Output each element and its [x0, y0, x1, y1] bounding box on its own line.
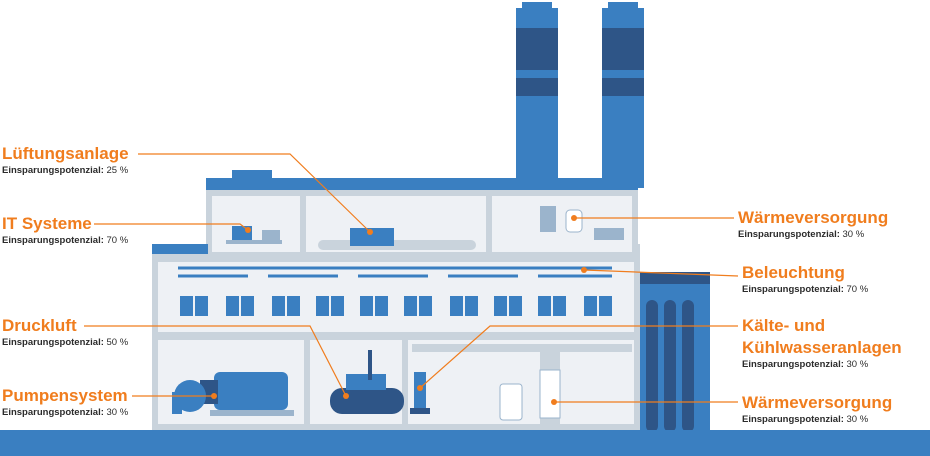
leader-dots [211, 215, 587, 405]
label-title: Pumpensystem [2, 386, 128, 405]
label-savings: Einsparungspotenzial: 25 % [2, 165, 129, 176]
ground [0, 430, 930, 456]
label-title: Lüftungsanlage [2, 144, 129, 163]
label-title: IT Systeme [2, 214, 92, 233]
label-lueftungsanlage: Lüftungsanlage Einsparungspotenzial: 25 … [2, 143, 129, 177]
chiller [410, 372, 430, 414]
label-title-line2: Kühlwasseranlagen [742, 338, 902, 357]
boiler [499, 369, 561, 421]
label-savings: Einsparungspotenzial: 30 % [742, 414, 869, 425]
side-tower [640, 272, 710, 432]
it-desk [226, 226, 282, 244]
label-kaelte-kuehlwasseranlagen: Kälte- und Kühlwasseranlagen Einsparungs… [742, 315, 902, 371]
label-savings: Einsparungspotenzial: 30 % [2, 407, 129, 418]
label-savings: Einsparungspotenzial: 30 % [738, 229, 865, 240]
label-title: Beleuchtung [742, 263, 845, 282]
label-it-systeme: IT Systeme Einsparungspotenzial: 70 % [2, 213, 128, 247]
chimney-left [516, 2, 558, 188]
leader-lines [84, 153, 739, 403]
label-waermeversorgung-top: Wärmeversorgung Einsparungspotenzial: 30… [738, 207, 888, 241]
label-waermeversorgung-bottom: Wärmeversorgung Einsparungspotenzial: 30… [742, 392, 892, 426]
chimney-right [602, 2, 644, 188]
label-savings: Einsparungspotenzial: 30 % [742, 359, 869, 370]
label-savings: Einsparungspotenzial: 70 % [2, 235, 129, 246]
label-druckluft: Druckluft Einsparungspotenzial: 50 % [2, 315, 128, 349]
label-title: Wärmeversorgung [738, 208, 889, 227]
label-savings: Einsparungspotenzial: 70 % [742, 284, 869, 295]
label-savings: Einsparungspotenzial: 50 % [2, 337, 129, 348]
label-title-line1: Kälte- und [742, 316, 826, 335]
label-beleuchtung: Beleuchtung Einsparungspotenzial: 70 % [742, 262, 868, 296]
label-pumpensystem: Pumpensystem Einsparungspotenzial: 30 % [2, 385, 128, 419]
label-title: Druckluft [2, 316, 77, 335]
label-title: Wärmeversorgung [742, 393, 893, 412]
